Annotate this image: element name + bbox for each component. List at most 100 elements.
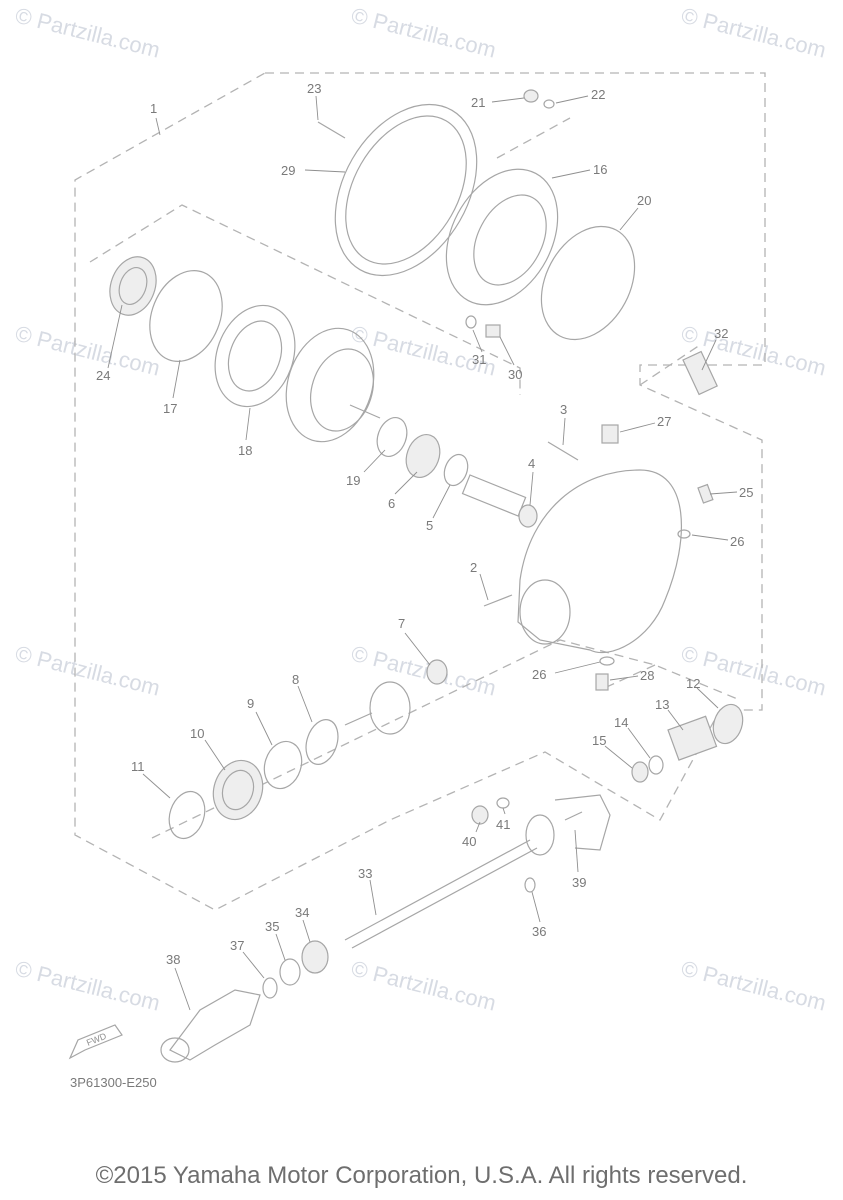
nut-right-part [631,761,649,783]
watermark: © Partzilla.com [13,3,163,63]
watermark: © Partzilla.com [679,3,829,63]
watermark: © Partzilla.com [679,956,829,1016]
callout-label: 7 [398,616,405,631]
leader-line [242,951,265,979]
callout-label: 12 [686,676,700,691]
final-gear-case-part [517,469,682,654]
fwd-arrow-shape [68,1024,123,1060]
shim-ring-part [305,719,339,765]
callout-label: 14 [614,715,628,730]
leader-line [555,95,589,104]
drive-shaft-part [344,839,531,941]
spacer-collar-part [667,715,718,761]
ring-gear-hub-part [310,348,374,432]
leader-line [255,711,273,746]
callout-label: 30 [508,367,522,382]
drawing-code: 3P61300-E250 [70,1075,157,1090]
bracket-part [554,794,611,851]
callout-label: 16 [593,162,607,177]
watermark: © Partzilla.com [349,3,499,63]
leader-line [709,491,738,495]
callout-label: 5 [426,518,433,533]
leader-line [696,687,719,709]
bolt-top-part [317,121,346,139]
drive-pinion-shaft-part [344,712,373,726]
watermark: © Partzilla.com [349,321,499,381]
leader-line [609,675,639,681]
callout-label: 17 [163,401,177,416]
callout-label: 19 [346,473,360,488]
callout-label: 10 [190,726,204,741]
washer-shaft-part [279,958,301,986]
callout-label: 23 [307,81,321,96]
copyright-notice: ©2015 Yamaha Motor Corporation, U.S.A. A… [95,1162,748,1189]
callout-label: 9 [247,696,254,711]
leader-line [245,407,251,441]
circlip-shaft-part [262,977,278,999]
leader-line [529,471,534,506]
callout-label: 37 [230,938,244,953]
gasket-drain-part [599,656,615,666]
watermark: © Partzilla.com [13,641,163,701]
callout-label: 29 [281,163,295,178]
watermark-layer: © Partzilla.com © Partzilla.com © Partzi… [13,3,829,1016]
leader-line [491,97,525,103]
leader-line [304,169,346,173]
shim-part [376,417,408,457]
leader-line [155,117,161,136]
stud-bolt-part [547,441,579,461]
leader-line [554,661,601,674]
watermark: © Partzilla.com [13,321,163,381]
watermark: © Partzilla.com [349,641,499,701]
leader-line [172,359,181,399]
needle-bearing-part [405,434,441,478]
callout-label: 26 [532,667,546,682]
leader-line [432,484,451,519]
leader-line [691,534,729,541]
oil-seal-part [109,256,157,316]
subassembly-cover-outline [496,117,571,159]
oil-seal-right-part [712,703,744,745]
callout-label: 28 [640,668,654,683]
universal-joint-part [169,989,261,1061]
circlip-lower-part [168,790,206,840]
ring-gear-shaft-part [349,404,381,419]
callout-label: 25 [739,485,753,500]
leader-line [701,339,717,371]
callout-label: 38 [166,952,180,967]
ring-bearing-part [214,304,296,408]
leader-line [297,685,313,723]
leader-line [479,573,489,601]
leader-line [142,773,171,799]
gasket-small-part [677,529,691,539]
subassembly-sleeve-outline [639,344,701,386]
drive-pinion-gear-part [369,681,411,735]
ring-bearing-inner-part [227,320,283,392]
leader-line [562,417,566,446]
stud-bracket-part [564,811,583,821]
callout-label: 1 [150,101,157,116]
callout-label: 36 [532,924,546,939]
assembly-boundaries [74,72,766,911]
fwd-arrow-icon: FWD [68,1024,123,1060]
callout-label: 3 [560,402,567,417]
callout-labels: 1 2 3 4 5 6 7 8 9 10 11 12 13 14 15 16 1… [96,81,753,967]
callout-label: 4 [528,456,535,471]
filler-plug-part [601,424,619,444]
drive-shaft-gear-part [525,814,555,856]
callout-label: 11 [131,759,145,774]
callout-label: 40 [462,834,476,849]
leader-line [204,739,226,771]
leader-line [574,829,579,873]
ring-cover-inner-part [345,115,467,265]
leader-line [107,304,123,369]
drain-bolt-part [595,673,609,691]
bearing-housing-part [445,168,559,306]
circlip-part [149,269,223,363]
watermark: © Partzilla.com [349,956,499,1016]
clip-part [524,877,536,893]
bearing-retainer-bore-part [221,769,255,811]
callout-label: 2 [470,560,477,575]
callout-label: 24 [96,368,110,383]
